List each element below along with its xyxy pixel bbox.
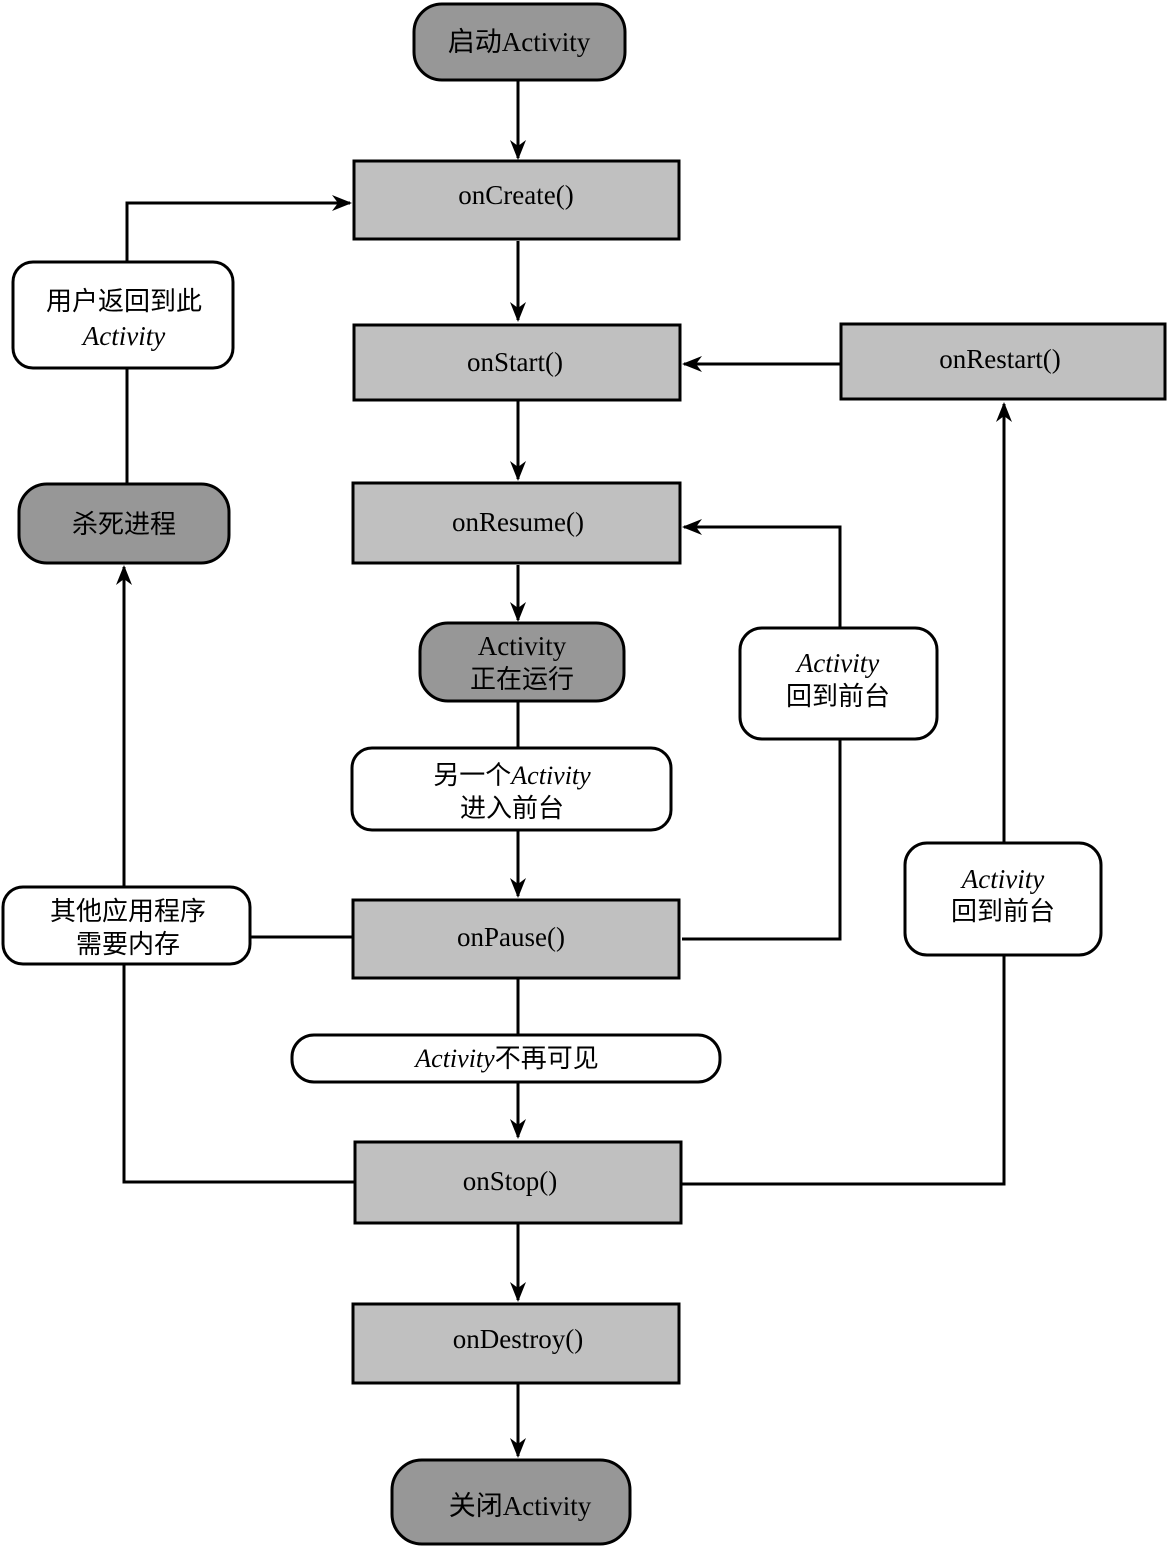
back-to-front-resume-line1: Activity bbox=[795, 648, 879, 678]
activity-running-node: Activity 正在运行 bbox=[418, 621, 626, 703]
on-pause-node: onPause() bbox=[351, 898, 681, 980]
on-destroy-text: onDestroy() bbox=[453, 1324, 583, 1354]
on-pause-text: onPause() bbox=[457, 922, 565, 952]
connectors bbox=[116, 80, 1012, 1458]
kill-process-text: 杀死进程 bbox=[72, 510, 176, 540]
on-restart-node: onRestart() bbox=[839, 322, 1167, 401]
on-create-node: onCreate() bbox=[352, 159, 681, 241]
another-activity-line2: 进入前台 bbox=[460, 794, 564, 824]
on-stop-node: onStop() bbox=[353, 1140, 683, 1225]
back-to-front-restart-line2: 回到前台 bbox=[951, 897, 1055, 927]
close-activity-text: 关闭Activity bbox=[449, 1491, 592, 1521]
kill-process-node: 杀死进程 bbox=[17, 482, 231, 565]
arrow-front-label-to-resume bbox=[682, 519, 842, 628]
on-restart-text: onRestart() bbox=[939, 344, 1060, 374]
user-returns-line2: Activity bbox=[81, 321, 165, 351]
line-stop-to-front-label bbox=[682, 955, 1006, 1186]
another-activity-line1: 另一个Activity bbox=[433, 761, 591, 791]
arrow-user-returns-to-create bbox=[125, 195, 352, 262]
back-to-front-resume-line2: 回到前台 bbox=[786, 682, 890, 712]
another-activity-line1-it: Activity bbox=[509, 761, 591, 790]
back-to-front-resume-label: Activity 回到前台 bbox=[738, 626, 939, 741]
line-stop-to-memory bbox=[122, 965, 355, 1184]
another-activity-label: 另一个Activity 进入前台 bbox=[350, 746, 673, 832]
on-stop-text: onStop() bbox=[463, 1166, 558, 1196]
on-start-node: onStart() bbox=[352, 323, 682, 402]
back-to-front-restart-line1: Activity bbox=[960, 864, 1044, 894]
other-apps-memory-label: 其他应用程序 需要内存 bbox=[1, 885, 252, 966]
start-activity-text: 启动Activity bbox=[448, 27, 591, 57]
not-visible-it: Activity bbox=[413, 1044, 495, 1073]
back-to-front-restart-label: Activity 回到前台 bbox=[903, 841, 1103, 957]
user-returns-line1: 用户返回到此 bbox=[46, 287, 202, 317]
not-visible-text: Activity不再可见 bbox=[413, 1044, 598, 1074]
start-activity-node: 启动Activity bbox=[412, 2, 627, 82]
activity-running-line2: 正在运行 bbox=[470, 665, 574, 695]
on-create-text: onCreate() bbox=[458, 180, 573, 210]
another-activity-line1-cn: 另一个 bbox=[433, 761, 511, 791]
on-start-text: onStart() bbox=[467, 347, 563, 377]
close-activity-node: 关闭Activity bbox=[390, 1458, 632, 1546]
activity-running-line1: Activity bbox=[478, 631, 567, 661]
not-visible-cn: 不再可见 bbox=[495, 1044, 599, 1074]
not-visible-label: Activity不再可见 bbox=[290, 1033, 722, 1084]
other-apps-memory-line2: 需要内存 bbox=[76, 930, 180, 960]
on-resume-node: onResume() bbox=[351, 481, 682, 565]
on-destroy-node: onDestroy() bbox=[351, 1302, 681, 1385]
line-pause-to-front-label bbox=[682, 740, 842, 941]
user-returns-label: 用户返回到此 Activity bbox=[11, 260, 235, 370]
on-resume-text: onResume() bbox=[452, 507, 584, 537]
other-apps-memory-line1: 其他应用程序 bbox=[50, 897, 206, 927]
